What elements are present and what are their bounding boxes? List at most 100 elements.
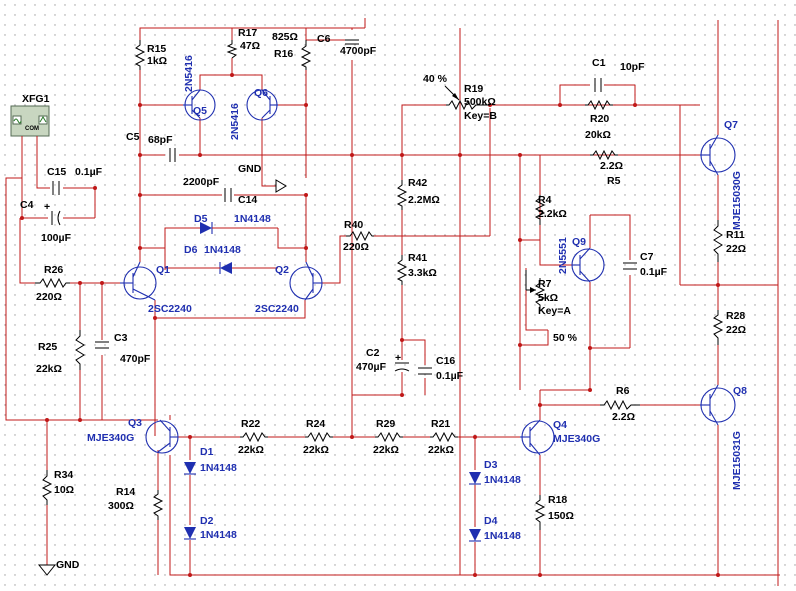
r7-setting: 50 % xyxy=(553,332,578,344)
c6-symbol xyxy=(345,39,359,45)
r28-symbol xyxy=(712,310,724,345)
r28-value: 22Ω xyxy=(726,324,746,336)
q7-symbol xyxy=(700,134,736,176)
r25-ref: R25 xyxy=(38,341,57,353)
c7-symbol xyxy=(623,262,637,270)
d6-part: 1N4148 xyxy=(204,244,241,256)
r7-value: 5kΩ xyxy=(538,292,558,304)
r19-value: 500kΩ xyxy=(464,96,496,108)
r6-ref: R6 xyxy=(616,385,630,397)
r21-ref: R21 xyxy=(431,418,450,430)
q4-ref: Q4 xyxy=(553,419,567,431)
c5-value: 68pF xyxy=(148,134,173,146)
q9-symbol xyxy=(571,247,605,283)
c14-ref: C14 xyxy=(238,194,257,206)
c6-value: 4700pF xyxy=(340,45,377,57)
c2-ref: C2 xyxy=(366,347,380,359)
xfg1-label: XFG1 xyxy=(22,93,50,105)
d4-ref: D4 xyxy=(484,515,498,527)
r18-symbol xyxy=(534,495,546,530)
r11-value: 22Ω xyxy=(726,243,746,255)
component-labels: XFG1 COM R15 1kΩ R17 47Ω 825Ω R16 C6 470… xyxy=(20,27,747,571)
q6-symbol xyxy=(246,89,278,121)
r14-symbol xyxy=(152,490,164,520)
r6-value: 2.2Ω xyxy=(612,411,635,423)
q2-ref: Q2 xyxy=(275,264,289,276)
r40-symbol xyxy=(346,230,374,242)
c1-ref: C1 xyxy=(592,57,606,69)
c16-symbol xyxy=(418,367,432,375)
r29-symbol xyxy=(375,431,403,443)
r29-value: 22kΩ xyxy=(373,444,399,456)
q8-symbol xyxy=(700,384,736,426)
r25-symbol xyxy=(75,330,85,370)
r19-setting: 40 % xyxy=(423,73,448,85)
r19-symbol xyxy=(446,99,490,111)
r11-symbol xyxy=(713,220,723,262)
r4-ref: R4 xyxy=(538,194,552,206)
c15-ref: C15 xyxy=(47,166,66,178)
r16-ref: R16 xyxy=(274,48,293,60)
q1-ref: Q1 xyxy=(156,264,170,276)
c2-value: 470µF xyxy=(356,361,387,373)
r18-ref: R18 xyxy=(548,494,567,506)
r40-ref: R40 xyxy=(344,219,363,231)
r22-symbol xyxy=(240,431,268,443)
d6-ref: D6 xyxy=(184,244,198,256)
q3-ref: Q3 xyxy=(128,417,142,429)
q7-part: MJE15030G xyxy=(731,171,743,230)
c14-symbol xyxy=(224,188,232,202)
q3-symbol xyxy=(145,419,179,454)
q5-ref: Q5 xyxy=(193,105,207,117)
c7-value: 0.1µF xyxy=(640,266,668,278)
d2-ref: D2 xyxy=(200,515,214,527)
q4-part: MJE340G xyxy=(553,433,600,445)
r29-ref: R29 xyxy=(376,418,395,430)
r4-value: 2.2kΩ xyxy=(538,208,567,220)
r16-symbol xyxy=(300,40,312,70)
d1-part: 1N4148 xyxy=(200,462,237,474)
c3-ref: C3 xyxy=(114,332,128,344)
r21-value: 22kΩ xyxy=(428,444,454,456)
q8-part: MJE15031G xyxy=(731,431,743,490)
q6-part: 2N5416 xyxy=(229,103,241,140)
q5-symbol xyxy=(183,89,216,121)
r24-value: 22kΩ xyxy=(303,444,329,456)
pot-wipers xyxy=(444,85,536,293)
r17-ref: R17 xyxy=(238,27,257,39)
r15-ref: R15 xyxy=(147,43,166,55)
xfg1-symbol xyxy=(10,105,50,140)
r21-symbol xyxy=(430,431,458,443)
r5-value: 2.2Ω xyxy=(600,160,623,172)
r17-symbol xyxy=(226,40,238,59)
c6-ref: C6 xyxy=(317,33,331,45)
r7-ref: R7 xyxy=(538,278,552,290)
r26-symbol xyxy=(35,277,70,289)
gnd-bottom-label: GND xyxy=(56,559,80,571)
d3-part: 1N4148 xyxy=(484,474,521,486)
q9-part: 2N5551 xyxy=(557,237,569,274)
d1-ref: D1 xyxy=(200,446,214,458)
d2-part: 1N4148 xyxy=(200,529,237,541)
r16-value: 825Ω xyxy=(272,31,298,43)
c5-ref: C5 xyxy=(126,131,140,143)
xfg1-com-label: COM xyxy=(25,126,39,132)
r19-ref: R19 xyxy=(464,83,483,95)
d2-symbol xyxy=(184,527,196,540)
c16-ref: C16 xyxy=(436,355,455,367)
r34-symbol xyxy=(41,470,53,505)
r14-ref: R14 xyxy=(116,486,135,498)
r24-symbol xyxy=(305,431,333,443)
r25-value: 22kΩ xyxy=(36,363,62,375)
c3-value: 470pF xyxy=(120,353,151,365)
r42-symbol xyxy=(396,180,408,210)
r20-value: 20kΩ xyxy=(585,129,611,141)
ground-top-symbol xyxy=(261,178,287,193)
q1-part: 2SC2240 xyxy=(148,303,192,315)
d4-symbol xyxy=(469,529,481,542)
c3-symbol xyxy=(95,341,109,349)
q6-ref: Q6 xyxy=(254,87,268,99)
c4-ref: C4 xyxy=(20,199,34,211)
